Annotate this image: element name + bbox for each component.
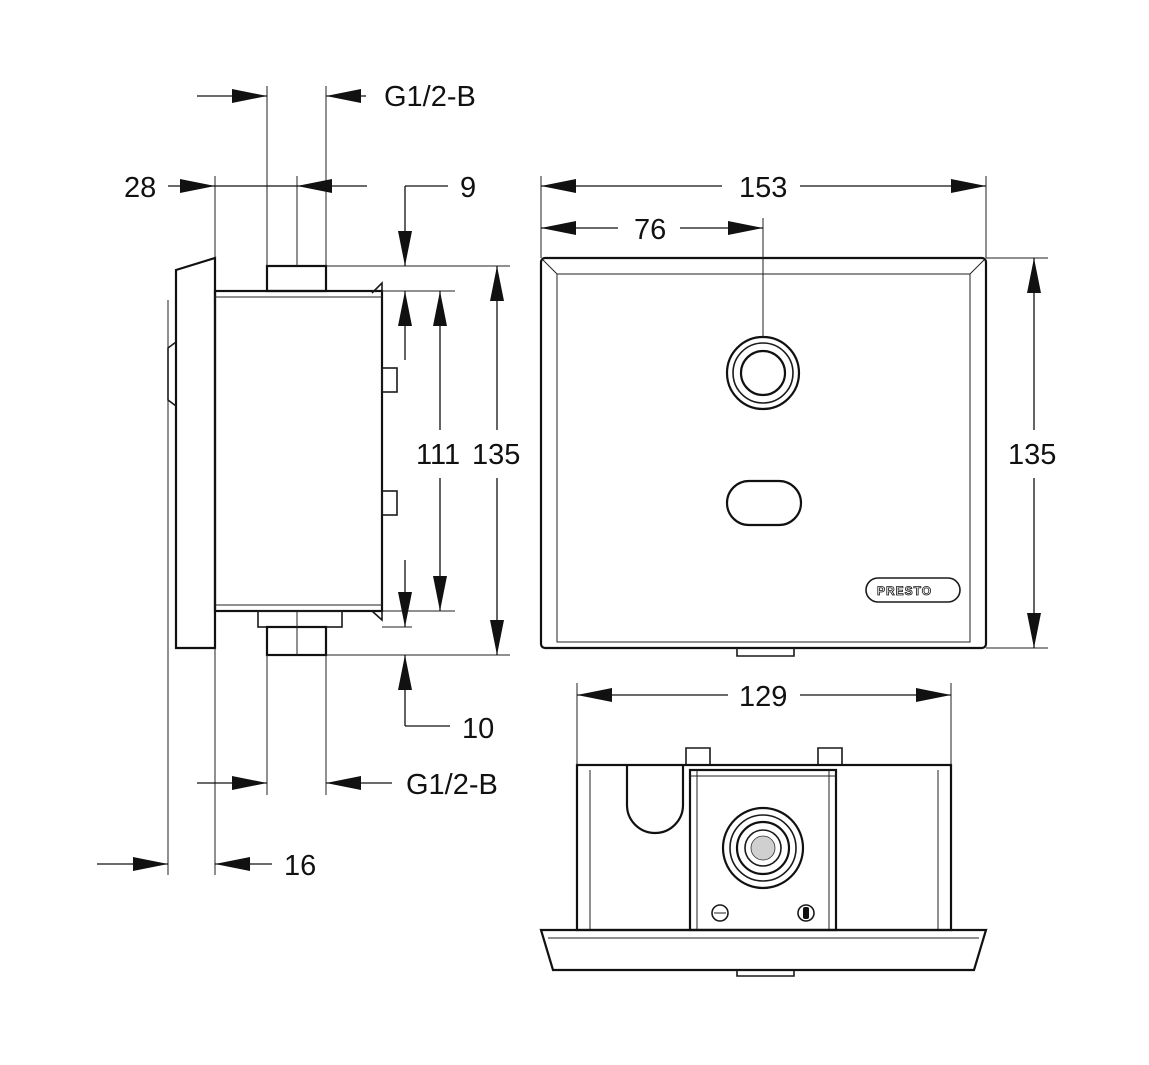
label-thread-bottom: G1/2-B — [406, 769, 498, 801]
label-9: 9 — [460, 172, 476, 204]
label-135-side: 135 — [472, 439, 520, 471]
dim-thread-bottom: G1/2-B — [197, 769, 498, 801]
label-16: 16 — [284, 850, 316, 882]
side-bottom-nut — [257, 610, 343, 628]
dim-76: 76 — [541, 214, 763, 246]
side-housing — [213, 289, 384, 613]
dim-9: 9 — [398, 172, 476, 360]
label-thread-top: G1/2-B — [384, 81, 476, 113]
bottom-notch — [625, 765, 685, 835]
dim-28: 28 — [124, 172, 367, 204]
dim-153: 153 — [541, 172, 986, 204]
side-top-connector — [265, 264, 328, 293]
label-135-front: 135 — [1008, 439, 1056, 471]
label-153: 153 — [739, 172, 787, 204]
presto-badge — [865, 577, 961, 603]
bottom-front-plate — [539, 928, 988, 972]
bottom-tab-right — [817, 747, 843, 765]
side-view: G1/2-B 28 9 111 — [97, 81, 520, 882]
presto-logo: PRESTO — [877, 584, 932, 598]
side-tab-bottom — [381, 490, 398, 516]
side-sensor-bump — [167, 341, 177, 407]
bottom-tab-left — [685, 747, 711, 765]
screw-icon-left — [711, 904, 729, 922]
side-cover-plate — [174, 256, 217, 650]
dim-135-front: 135 — [1008, 258, 1056, 648]
label-76: 76 — [634, 214, 666, 246]
dim-thread-top: G1/2-B — [197, 81, 476, 113]
dim-16: 16 — [97, 850, 316, 882]
dim-111: 111 — [416, 291, 460, 611]
label-111: 111 — [416, 439, 460, 471]
dim-135-side: 135 — [472, 266, 520, 655]
side-tab-top — [381, 367, 398, 393]
bottom-connector-icon — [721, 806, 805, 890]
bottom-view: 129 — [539, 681, 988, 977]
front-view: PRESTO 153 76 — [539, 172, 1056, 657]
label-129: 129 — [739, 681, 787, 713]
dim-10: 10 — [398, 560, 494, 745]
sensor-icon — [725, 335, 801, 411]
indicator-window — [725, 479, 803, 527]
label-28: 28 — [124, 172, 156, 204]
screw-icon-right — [797, 904, 815, 922]
dim-129: 129 — [577, 681, 951, 713]
label-10: 10 — [462, 713, 494, 745]
